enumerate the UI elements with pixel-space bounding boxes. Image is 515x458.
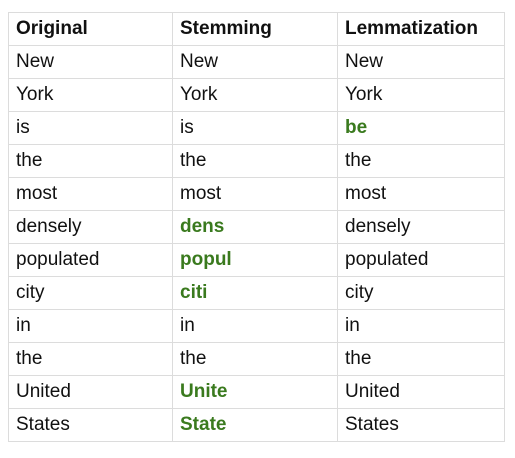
cell-original: is <box>8 111 173 145</box>
cell-lemmatization: populated <box>337 243 505 277</box>
cell-original: populated <box>8 243 173 277</box>
cell-original: most <box>8 177 173 211</box>
cell-original: densely <box>8 210 173 244</box>
header-original: Original <box>8 12 173 46</box>
header-lemmatization: Lemmatization <box>337 12 505 46</box>
cell-stemming: in <box>172 309 338 343</box>
header-stemming: Stemming <box>172 12 338 46</box>
cell-stemming: is <box>172 111 338 145</box>
cell-stemming: dens <box>172 210 338 244</box>
cell-stemming: most <box>172 177 338 211</box>
cell-lemmatization: in <box>337 309 505 343</box>
cell-lemmatization: the <box>337 144 505 178</box>
cell-original: York <box>8 78 173 112</box>
cell-stemming: State <box>172 408 338 442</box>
cell-original: the <box>8 144 173 178</box>
cell-lemmatization: States <box>337 408 505 442</box>
cell-original: United <box>8 375 173 409</box>
cell-stemming: citi <box>172 276 338 310</box>
cell-stemming: New <box>172 45 338 79</box>
cell-lemmatization: the <box>337 342 505 376</box>
table-header: Original Stemming Lemmatization <box>8 12 505 46</box>
cell-lemmatization: densely <box>337 210 505 244</box>
cell-original: city <box>8 276 173 310</box>
cell-lemmatization: United <box>337 375 505 409</box>
cell-original: States <box>8 408 173 442</box>
cell-stemming: York <box>172 78 338 112</box>
cell-original: the <box>8 342 173 376</box>
cell-lemmatization: city <box>337 276 505 310</box>
cell-stemming: the <box>172 342 338 376</box>
cell-lemmatization: York <box>337 78 505 112</box>
cell-lemmatization: be <box>337 111 505 145</box>
cell-lemmatization: New <box>337 45 505 79</box>
header-row: Original Stemming Lemmatization <box>8 12 505 46</box>
cell-lemmatization: most <box>337 177 505 211</box>
cell-stemming: the <box>172 144 338 178</box>
cell-original: New <box>8 45 173 79</box>
cell-stemming: popul <box>172 243 338 277</box>
cell-original: in <box>8 309 173 343</box>
cell-stemming: Unite <box>172 375 338 409</box>
